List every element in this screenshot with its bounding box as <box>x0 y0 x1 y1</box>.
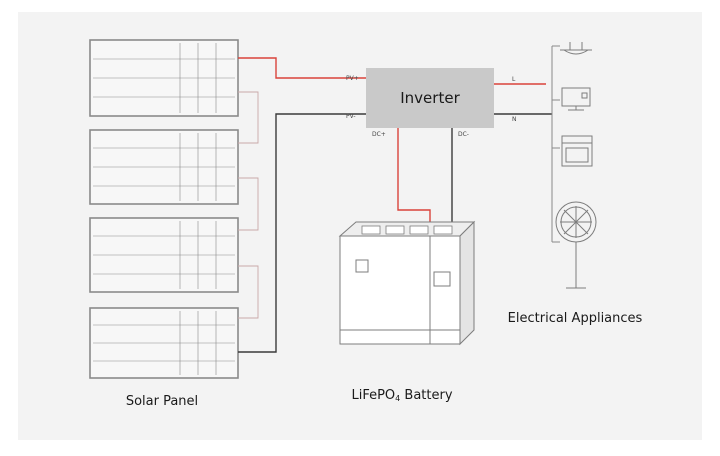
ceiling-lamp-icon <box>560 42 592 55</box>
solar-panel-label: Solar Panel <box>126 394 198 409</box>
solar-panel-3 <box>89 217 239 293</box>
wire-pv-negative <box>238 113 366 353</box>
inverter-label: Inverter <box>400 89 460 107</box>
appliance-icons <box>555 42 597 289</box>
monitor-icon <box>561 87 591 111</box>
battery-label-main: LiFePO <box>351 388 395 403</box>
port-pv-minus: PV- <box>346 113 356 120</box>
wiring <box>238 45 560 353</box>
standing-fan-icon <box>555 201 597 289</box>
inverter: Inverter <box>366 68 494 128</box>
solar-panel-4 <box>89 307 239 379</box>
solar-panel-1 <box>89 39 239 117</box>
washing-machine-icon <box>561 135 593 167</box>
wire-appliance-bus <box>551 45 560 243</box>
port-pv-plus: PV+ <box>346 75 359 82</box>
port-n: N <box>512 116 517 123</box>
solar-panel-array <box>89 39 239 379</box>
port-dc-plus: DC+ <box>372 131 386 138</box>
port-l: L <box>512 76 516 83</box>
wire-pv-positive <box>238 57 366 79</box>
battery-icon <box>338 220 476 346</box>
battery-label-subscript: 4 <box>395 394 400 403</box>
battery-label: LiFePO4 Battery <box>351 388 452 403</box>
port-dc-minus: DC- <box>458 131 469 138</box>
appliances-label: Electrical Appliances <box>508 311 643 326</box>
battery-label-tail: Battery <box>400 388 453 403</box>
solar-panel-2 <box>89 129 239 205</box>
port-labels: PV+ PV- DC+ DC- L N <box>346 75 517 138</box>
panel-series-links <box>238 91 259 319</box>
